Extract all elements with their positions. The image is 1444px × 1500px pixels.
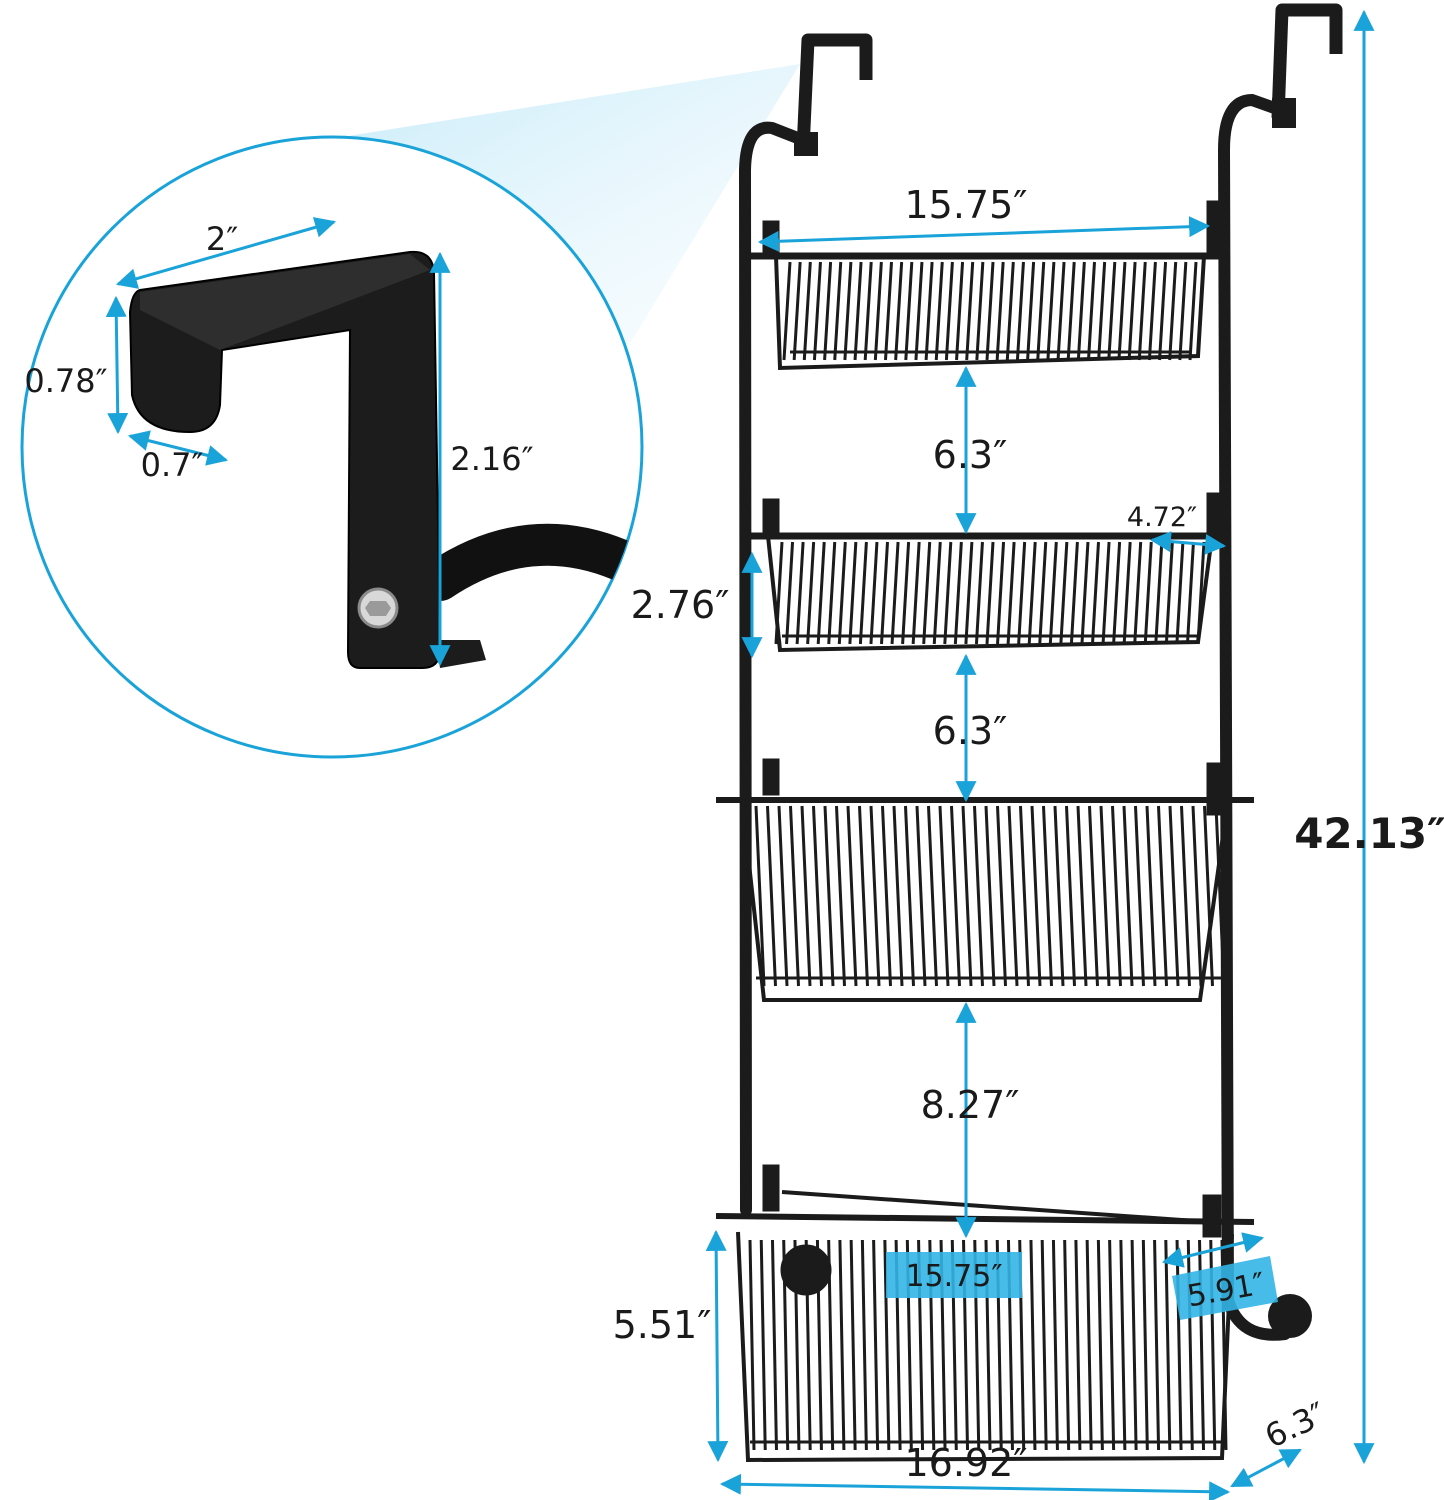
right-door-hook: [1271, 3, 1343, 119]
small-basket-depth-label: 4.72″: [1127, 502, 1197, 533]
hook-zoom-inset: 2″ 0.78″ 0.7″ 2.16″: [20, 135, 644, 759]
overall-width-label: 16.92″: [905, 1441, 1028, 1485]
rack-dimensions: [705, 9, 1375, 1500]
overall-height-label: 42.13″: [1294, 809, 1444, 858]
overall-depth-label: 6.3″: [1259, 1395, 1332, 1456]
bottom-depth-highlight: [1172, 1256, 1278, 1320]
bottom-width-highlight: [886, 1252, 1022, 1298]
gap-1-label: 6.3″: [933, 433, 1008, 477]
basket-2: [745, 492, 1226, 653]
bottom-bumper: [1268, 1294, 1312, 1338]
left-door-hook: [796, 33, 873, 151]
right-rail: [1217, 93, 1291, 1341]
hook-width-label: 2″: [206, 220, 238, 258]
hook-drop-label: 2.16″: [450, 440, 533, 478]
top-basket-width-label: 15.75″: [905, 183, 1028, 227]
basket-3: [716, 758, 1254, 1002]
bottom-basket-width-label: 15.75″: [905, 1259, 1002, 1294]
frame-bar-detail: [419, 523, 641, 601]
gap-3-label: 8.27″: [921, 1083, 1020, 1127]
hook-lip-depth-label: 0.7″: [141, 446, 204, 484]
bottom-basket-height-label: 5.51″: [613, 1303, 712, 1347]
basket-4: [715, 1164, 1255, 1463]
hook-lip-height-label: 0.78″: [24, 362, 107, 400]
left-rail: [738, 121, 814, 1216]
small-basket-height-label: 2.76″: [631, 583, 730, 627]
gap-2-label: 6.3″: [933, 709, 1008, 753]
